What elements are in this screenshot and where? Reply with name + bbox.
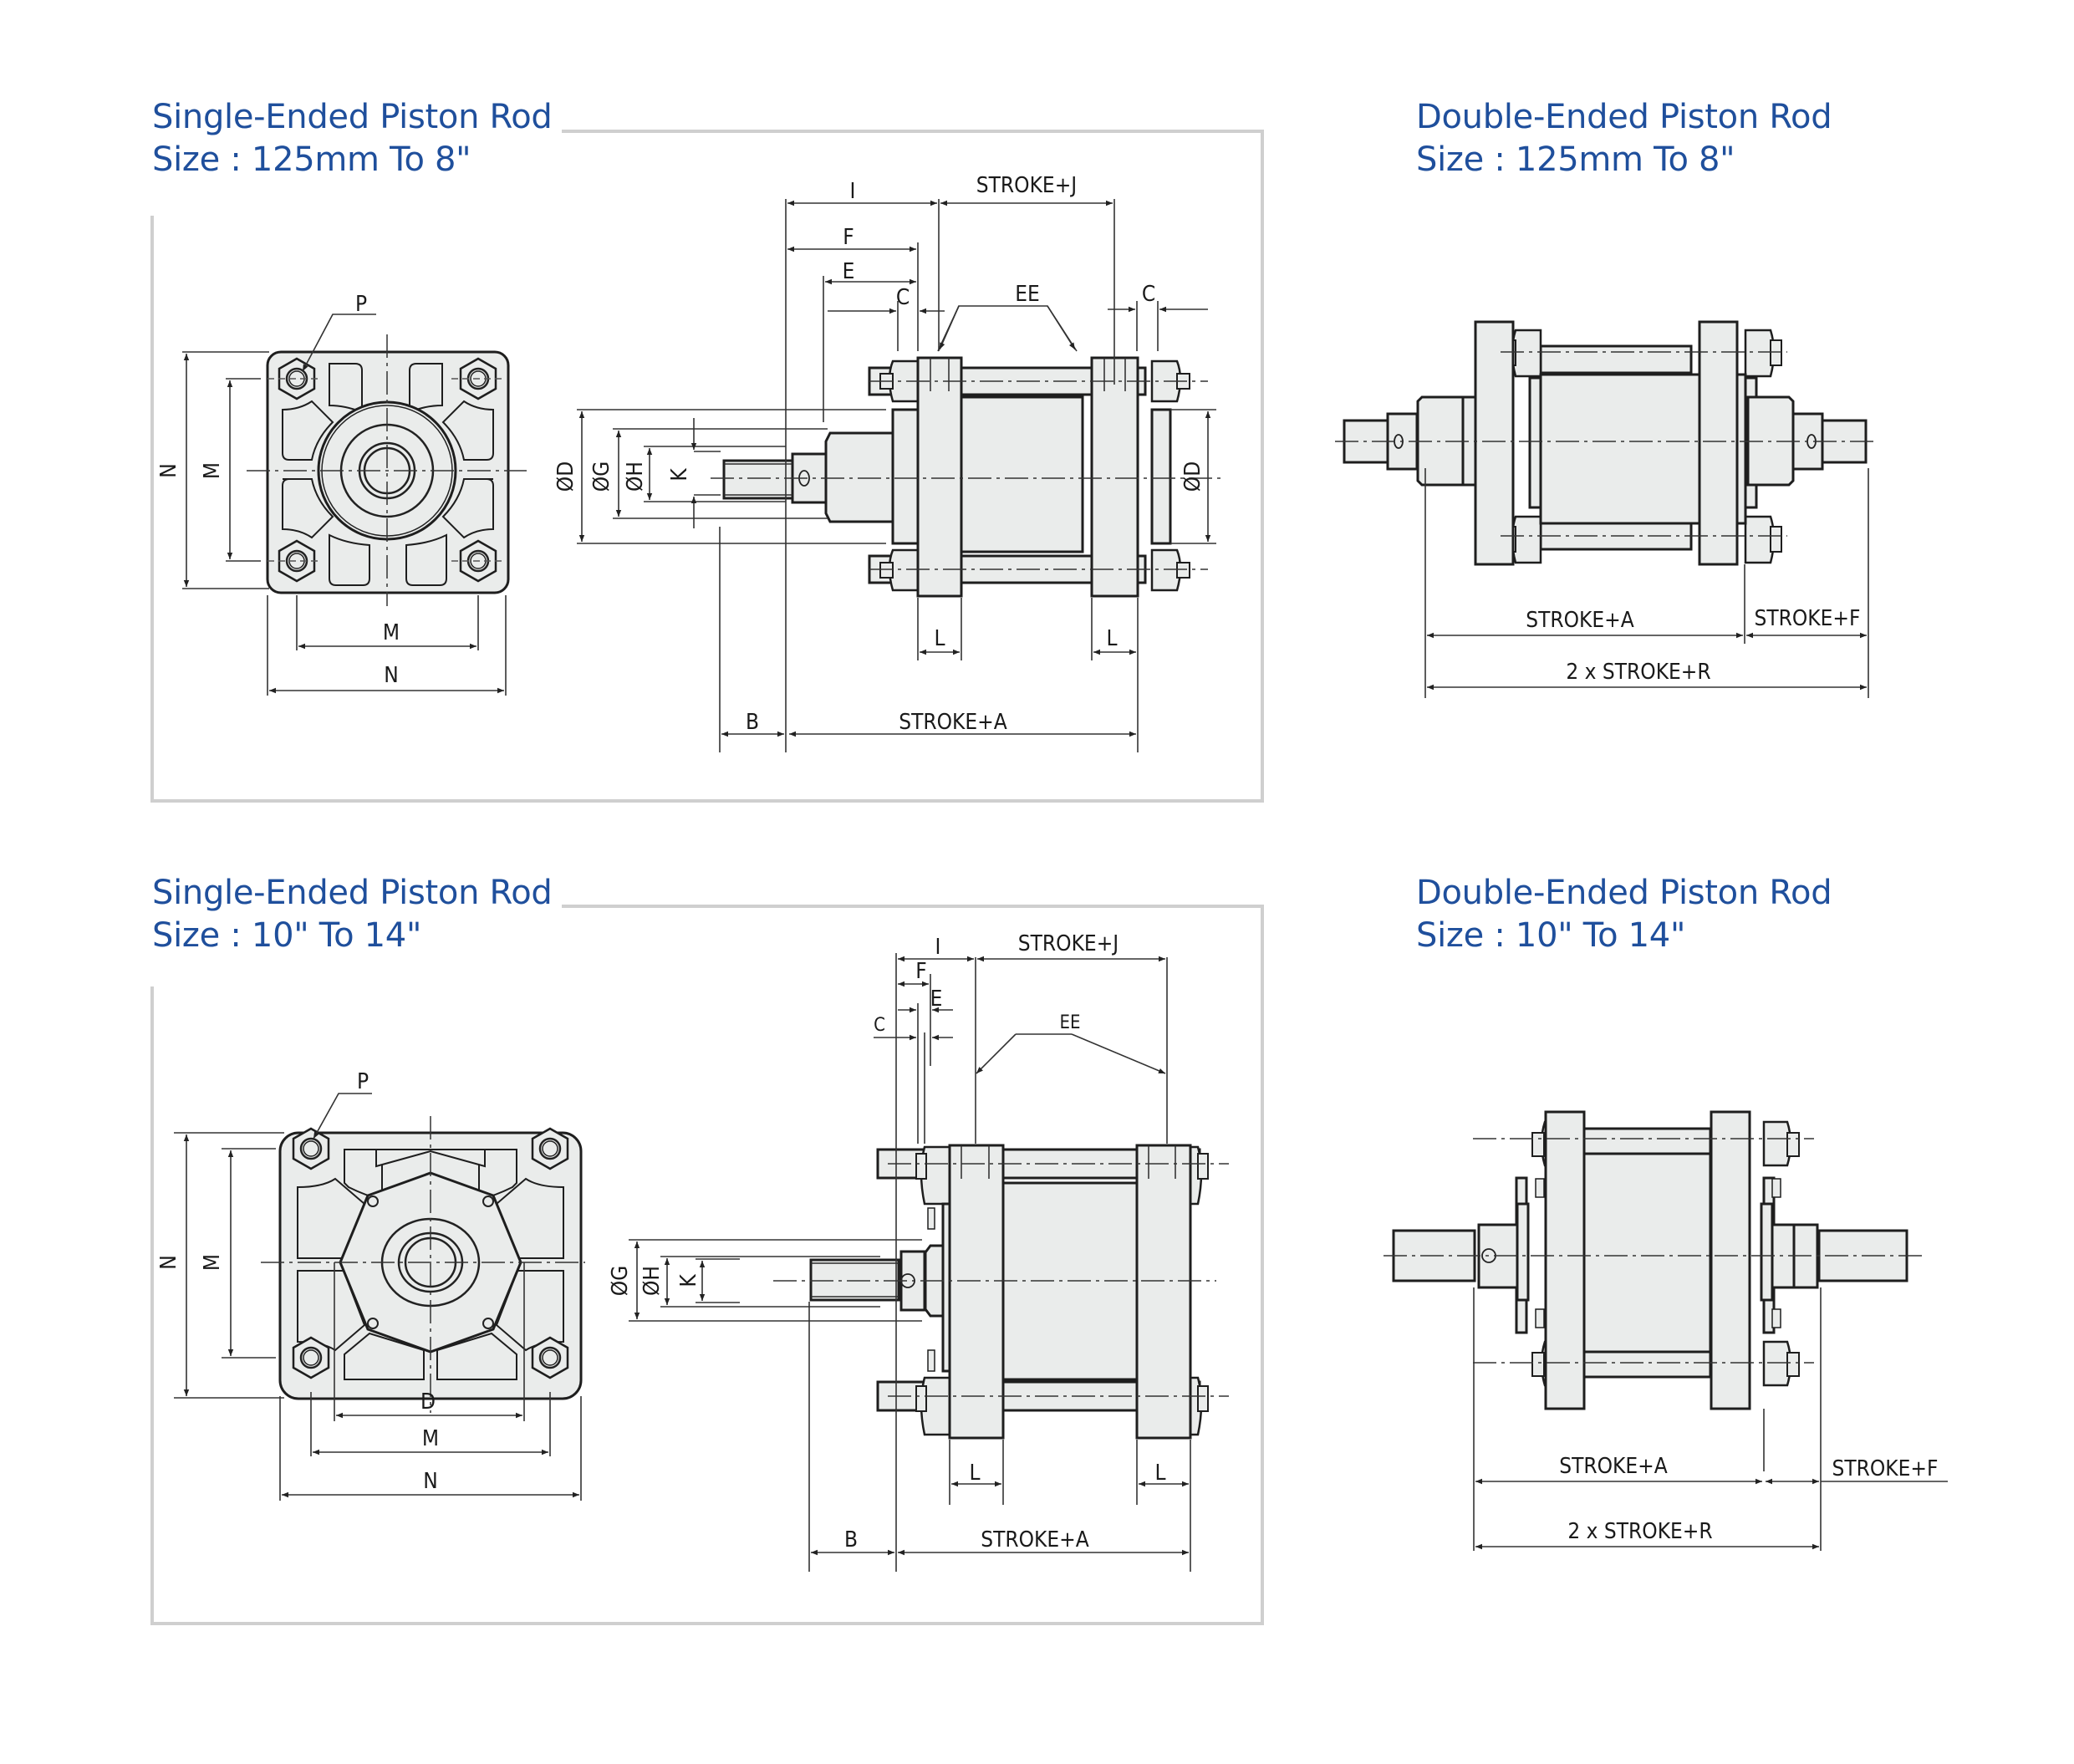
panel-single-10-14 bbox=[150, 987, 1264, 1625]
label-e: E bbox=[843, 259, 855, 284]
label-c: C bbox=[874, 1015, 885, 1036]
end-cap bbox=[1698, 320, 1739, 566]
label-stroke-j: STROKE+J bbox=[976, 173, 1077, 198]
panel-1-top-border bbox=[562, 130, 1264, 133]
label-two-stroke-r: 2 x STROKE+R bbox=[1566, 660, 1710, 685]
label-f: F bbox=[915, 959, 926, 984]
heading-size: Size : 125mm To 8" bbox=[1416, 140, 1735, 179]
end-cap bbox=[1710, 1110, 1751, 1410]
label-e: E bbox=[930, 987, 943, 1012]
panel-2-top-border bbox=[562, 905, 1264, 908]
heading-single-10-14: Single-Ended Piston Rod Size : 10" To 14… bbox=[152, 872, 553, 957]
label-m-horizontal: M bbox=[422, 1426, 439, 1451]
label-k: K bbox=[667, 468, 692, 482]
label-f: F bbox=[843, 225, 854, 250]
label-od-left: ØD bbox=[553, 461, 578, 492]
heading-single-125-8: Single-Ended Piston Rod Size : 125mm To … bbox=[152, 96, 553, 181]
heading-double-125-8: Double-Ended Piston Rod Size : 125mm To … bbox=[1416, 96, 1832, 181]
hex-nut-icon bbox=[531, 1127, 569, 1170]
panel-1-left-border bbox=[150, 216, 154, 799]
heading-size: Size : 10" To 14" bbox=[152, 916, 422, 955]
panel-single-125-8 bbox=[150, 216, 1264, 803]
heading-title: Single-Ended Piston Rod bbox=[152, 874, 553, 912]
label-stroke-j: STROKE+J bbox=[1018, 931, 1119, 956]
panel-2-right-border-top bbox=[1261, 905, 1264, 988]
rear-end-cap bbox=[1135, 1144, 1192, 1440]
label-c-right: C bbox=[1142, 282, 1155, 307]
label-n-horizontal: N bbox=[384, 663, 399, 688]
label-ee: EE bbox=[1059, 1012, 1080, 1033]
double-ended-view-125-8: STROKE+A STROKE+F 2 x STROKE+R bbox=[1335, 320, 1877, 698]
label-two-stroke-r: 2 x STROKE+R bbox=[1567, 1519, 1712, 1544]
panel-1-right-border-top bbox=[1261, 130, 1264, 217]
label-stroke-a: STROKE+A bbox=[899, 710, 1007, 735]
label-stroke-a: STROKE+A bbox=[1559, 1454, 1668, 1479]
front-end-cap bbox=[916, 356, 963, 598]
label-d: D bbox=[420, 1389, 436, 1415]
label-n-vertical: N bbox=[156, 1255, 181, 1270]
double-ended-view-10-14: STROKE+A STROKE+F 2 x STROKE+R bbox=[1384, 1110, 1948, 1551]
label-p: P bbox=[357, 1069, 369, 1094]
label-m-vertical: M bbox=[200, 1254, 225, 1271]
piston-rod-thread bbox=[809, 1258, 900, 1302]
label-l-right: L bbox=[1154, 1461, 1165, 1486]
hex-nut-icon bbox=[531, 1336, 569, 1379]
label-og: ØG bbox=[589, 461, 614, 492]
label-stroke-f: STROKE+F bbox=[1755, 606, 1861, 631]
heading-size: Size : 125mm To 8" bbox=[152, 140, 471, 179]
hex-nut-icon bbox=[292, 1336, 330, 1379]
label-n-horizontal: N bbox=[423, 1469, 438, 1494]
hex-nut-icon bbox=[292, 1127, 330, 1170]
side-view-125-8: I STROKE+J F E C EE C ØD ØG ØH bbox=[553, 173, 1220, 752]
label-l-left: L bbox=[969, 1461, 980, 1486]
heading-title: Double-Ended Piston Rod bbox=[1416, 98, 1832, 136]
label-m-horizontal: M bbox=[383, 620, 400, 645]
label-i: I bbox=[935, 935, 941, 960]
heading-title: Single-Ended Piston Rod bbox=[152, 98, 553, 136]
end-cap bbox=[1544, 1110, 1586, 1410]
heading-size: Size : 10" To 14" bbox=[1416, 916, 1686, 955]
end-cap bbox=[1474, 320, 1515, 566]
label-stroke-a: STROKE+A bbox=[981, 1527, 1089, 1552]
label-oh: ØH bbox=[623, 461, 648, 492]
front-end-cap bbox=[948, 1144, 1005, 1440]
label-p: P bbox=[355, 292, 367, 317]
cylinder-barrel bbox=[960, 395, 1084, 553]
label-n-vertical: N bbox=[156, 463, 181, 478]
label-og: ØG bbox=[608, 1266, 633, 1297]
label-l-left: L bbox=[934, 626, 945, 651]
label-i: I bbox=[850, 179, 856, 204]
label-b: B bbox=[844, 1527, 858, 1552]
piston-rod-thread bbox=[722, 459, 794, 500]
panel-2-left-border bbox=[150, 987, 154, 1622]
label-l-right: L bbox=[1106, 626, 1117, 651]
label-od-right: ØD bbox=[1180, 461, 1205, 492]
label-stroke-f: STROKE+F bbox=[1832, 1456, 1939, 1481]
side-view-10-14: I STROKE+J F E C EE ØG ØH K L bbox=[608, 931, 1229, 1572]
label-ee: EE bbox=[1015, 282, 1040, 307]
label-b: B bbox=[746, 710, 759, 735]
front-view-125-8: P N M M N bbox=[156, 292, 527, 696]
label-k: K bbox=[676, 1274, 701, 1287]
front-view-10-14: P N M D M N bbox=[156, 1069, 585, 1501]
heading-double-10-14: Double-Ended Piston Rod Size : 10" To 14… bbox=[1416, 872, 1832, 957]
heading-title: Double-Ended Piston Rod bbox=[1416, 874, 1832, 912]
label-m-vertical: M bbox=[200, 462, 225, 479]
label-c-left: C bbox=[896, 285, 910, 310]
rod-gland bbox=[824, 431, 894, 523]
label-oh: ØH bbox=[640, 1266, 665, 1296]
rear-end-cap bbox=[1090, 356, 1139, 598]
label-stroke-a: STROKE+A bbox=[1526, 608, 1634, 633]
